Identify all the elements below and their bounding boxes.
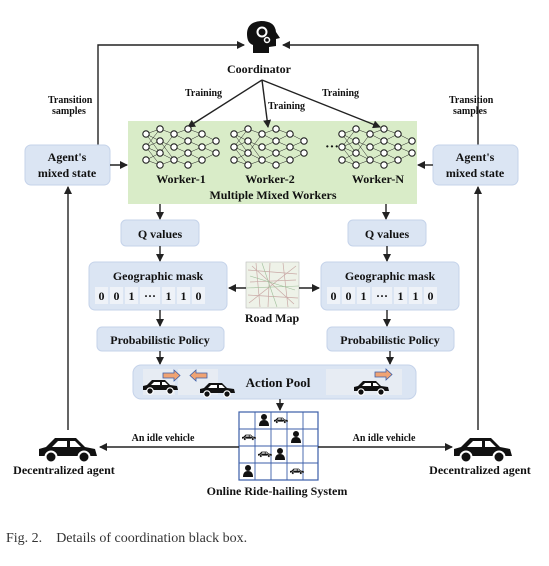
policy-left-label: Probabilistic Policy	[110, 333, 209, 347]
mask-bit-cell	[110, 287, 123, 304]
system-label: Online Ride-hailing System	[207, 484, 348, 498]
mask-bit-value: 0	[331, 289, 337, 303]
action-arrow-right-icon-1	[162, 369, 181, 382]
agent-state-right-line2: mixed state	[446, 166, 505, 180]
decentralized-agent-right-label: Decentralized agent	[429, 463, 531, 477]
mask-bit-cell	[424, 287, 437, 304]
mask-bit-value: 1	[398, 289, 404, 303]
agent-state-right-line1: Agent's	[456, 150, 495, 164]
action-arrow-right-icon-2	[374, 368, 393, 381]
q-values-left-label: Q values	[138, 227, 183, 241]
mask-bit-value: 1	[129, 289, 135, 303]
mask-bit-cell	[177, 287, 190, 304]
transition-samples-left-2: samples	[52, 106, 86, 117]
mask-bit-cell	[125, 287, 138, 304]
mask-bit-cell	[162, 287, 175, 304]
mask-bit-cell	[140, 287, 160, 304]
geographic-mask-left-title: Geographic mask	[113, 269, 204, 283]
training-arrow-1	[187, 79, 263, 128]
q-values-right-label: Q values	[365, 227, 410, 241]
action-arrow-left-icon	[189, 369, 208, 382]
mask-bit-value: 1	[413, 289, 419, 303]
policy-right-label: Probabilistic Policy	[340, 333, 439, 347]
coordinator-label: Coordinator	[227, 62, 292, 76]
decentralized-agent-right-car-icon	[453, 437, 513, 464]
worker-2-label: Worker-2	[245, 172, 295, 186]
decentralized-agent-left-car-icon	[38, 437, 98, 464]
mask-bit-value: 1	[361, 289, 367, 303]
mask-bit-cell	[357, 287, 370, 304]
caption-figure-number: Fig. 2.	[6, 531, 43, 546]
worker-1-label: Worker-1	[156, 172, 206, 186]
city-grid-icon	[238, 411, 319, 481]
transition-samples-right-1: Transition	[449, 95, 494, 106]
transition-samples-left-1: Transition	[48, 95, 93, 106]
mask-bit-cell	[95, 287, 108, 304]
mask-bit-cell	[372, 287, 392, 304]
transition-samples-right-2: samples	[453, 106, 487, 117]
mask-bit-value: 0	[196, 289, 202, 303]
mask-bit-cell	[409, 287, 422, 304]
training-label-1: Training	[185, 88, 222, 99]
mask-bit-value: 0	[99, 289, 105, 303]
mask-bit-value: ···	[144, 289, 156, 303]
mask-bit-value: 0	[428, 289, 434, 303]
training-label-2: Training	[268, 101, 305, 112]
right-loop-arrow	[282, 41, 479, 150]
mask-bit-cell	[394, 287, 407, 304]
coordinator-icon	[247, 21, 280, 53]
road-map-image	[245, 261, 300, 309]
mask-bit-cell	[192, 287, 205, 304]
workers-group-label: Multiple Mixed Workers	[209, 188, 336, 202]
idle-vehicle-left-label: An idle vehicle	[132, 433, 195, 444]
agent-state-left-line1: Agent's	[48, 150, 87, 164]
decentralized-agent-left-label: Decentralized agent	[13, 463, 115, 477]
mask-bit-cell	[342, 287, 355, 304]
mask-bit-value: ···	[376, 289, 388, 303]
training-arrow-2	[261, 79, 272, 128]
mask-bit-cell	[327, 287, 340, 304]
workers-ellipsis: ···	[325, 140, 339, 155]
training-label-3: Training	[322, 88, 359, 99]
agent-state-left-line2: mixed state	[38, 166, 97, 180]
training-arrow-3	[261, 79, 381, 129]
mask-bit-value: 1	[181, 289, 187, 303]
caption-text: Details of coordination black box.	[56, 531, 248, 546]
mask-bit-value: 1	[166, 289, 172, 303]
worker-n-label: Worker-N	[352, 172, 405, 186]
geographic-mask-right-title: Geographic mask	[345, 269, 436, 283]
action-pool-label: Action Pool	[246, 375, 311, 390]
mask-bit-value: 0	[114, 289, 120, 303]
left-loop-arrow	[97, 41, 245, 150]
mask-bit-value: 0	[346, 289, 352, 303]
idle-vehicle-right-label: An idle vehicle	[353, 433, 416, 444]
road-map-label: Road Map	[245, 311, 300, 325]
figure-caption: Fig. 2. Details of coordination black box…	[6, 531, 247, 547]
